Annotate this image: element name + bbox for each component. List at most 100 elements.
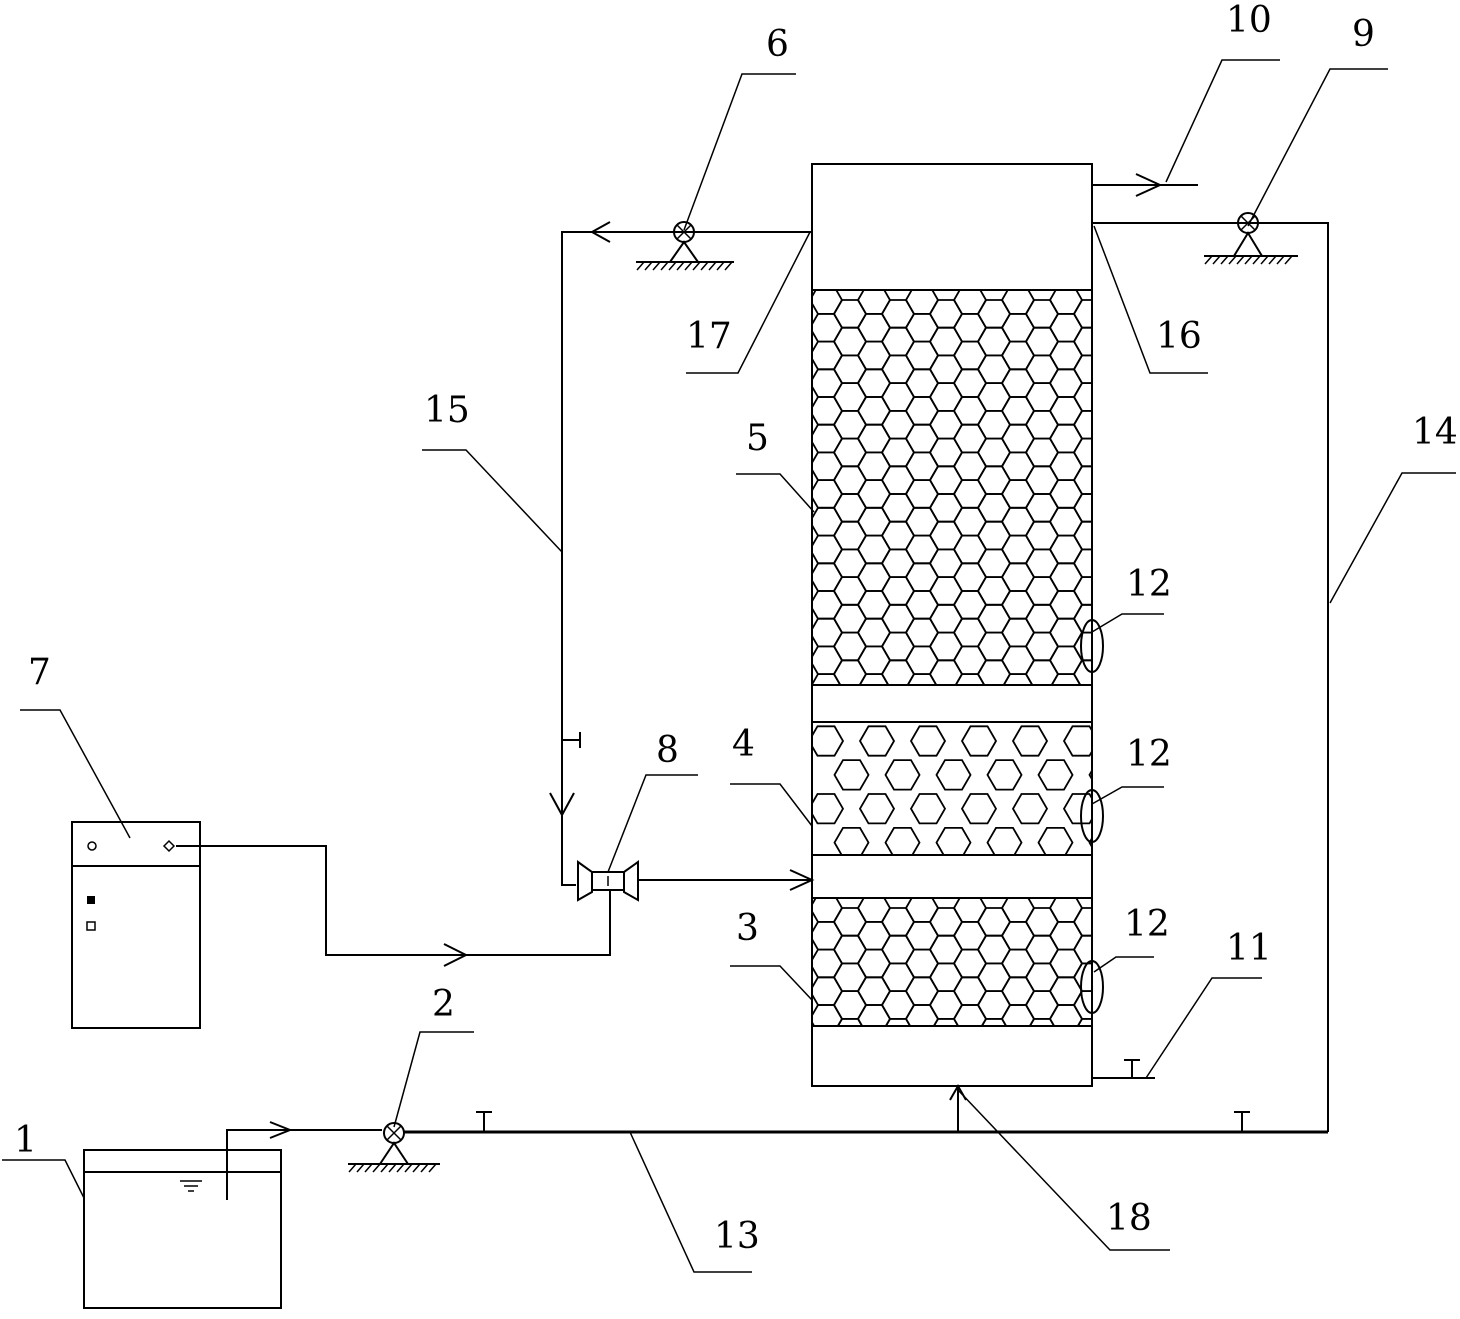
packing-hexagon [1072,576,1092,606]
sludge-outlet [1092,1059,1155,1079]
indicator-light-icon [87,841,97,851]
packing-hexagon-sparse [935,827,972,855]
label-5: 5 [746,418,769,459]
ground-hatch-stroke [1204,255,1213,265]
gas-flow-arrow [443,943,469,967]
packing-hexagon-sparse [935,759,972,791]
leader-7 [20,709,131,839]
packing-hexagon [1072,907,1092,937]
tank-body [83,1149,282,1309]
ground-hatch-stroke [356,1163,365,1173]
ground-hatch-stroke [1228,255,1237,265]
ground-hatch-stroke [700,261,709,271]
packing-hexagon-sparse [986,827,1023,855]
ground-hatch-stroke [644,261,653,271]
suction-pipe [226,1129,382,1200]
packing-hexagon-sparse [960,793,998,825]
sampling-port-upper [1080,619,1104,673]
packing-hexagon-sparse [858,725,896,757]
leader-4 [730,783,813,827]
packing-hexagon [1072,548,1092,578]
packing-hexagon-sparse [884,827,921,855]
return-line [1092,212,1329,1132]
leader-17 [686,231,811,374]
gas-generator-cabinet [71,821,201,1029]
ground-hatch-stroke [668,261,677,271]
label-11: 11 [1226,928,1272,969]
suction-flow-arrow [269,1121,293,1139]
leader-3 [730,965,813,1001]
recirculation-arrow-down [549,792,575,818]
packing-layer-5 [813,290,1092,685]
ground-hatch-stroke [1268,255,1277,265]
ground-hatch-stroke [660,261,669,271]
label-12-upper: 12 [1126,564,1172,605]
packing-hexagon-sparse [1037,827,1074,855]
raw-water-tank [83,1121,382,1309]
packing-hexagon [1072,962,1092,992]
ground-hatch-stroke [364,1163,373,1173]
packing-hexagon-sparse [1011,725,1049,757]
packing-hexagon-sparse [1062,725,1092,757]
packing-hexagon [1072,520,1092,551]
pump-2-ground-hatch [348,1163,437,1173]
control-button-icon [86,921,96,931]
label-8: 8 [656,730,679,771]
packing-hexagon [1072,990,1092,1020]
packing-layer-3 [813,898,1092,1026]
packing-hexagon [1072,299,1092,329]
packing-hexagon [1072,354,1092,385]
feed-pump [348,1122,440,1173]
power-switch-icon [87,896,95,904]
ground-hatch-stroke [420,1163,429,1173]
outlet-pipe [1092,173,1198,197]
leader-16 [1093,225,1208,374]
recirculation-pipe-15 [561,231,812,886]
label-16: 16 [1156,316,1202,357]
gas-generator [71,821,611,1029]
label-7: 7 [28,652,51,693]
label-9: 9 [1352,14,1375,55]
packing-hexagon [1072,659,1092,685]
packing-hexagon-sparse [986,759,1023,791]
packing-hexagon-sparse [1037,759,1074,791]
leader-lines [2,59,1456,1273]
packing-hexagon-sparse [1011,793,1049,825]
return-pipe-14 [1092,222,1329,1132]
leader-12-lower [1093,956,1154,973]
pump-9-ground-hatch [1204,255,1293,265]
ground-hatch-stroke [1252,255,1261,265]
ejector-inlet-cone [577,860,593,902]
ground-hatch-stroke [428,1163,437,1173]
leader-6 [683,73,796,231]
main-feed-line [404,1083,1328,1134]
ground-hatch-stroke [1212,255,1221,265]
recirculation-line [549,221,812,886]
reactor-column [811,163,1104,1087]
ground-hatch-stroke [396,1163,405,1173]
label-18: 18 [1106,1198,1152,1239]
label-6: 6 [766,24,789,65]
ground-hatch-stroke [1220,255,1229,265]
leader-2 [393,1031,474,1128]
ejector-discharge-arrow [789,869,815,891]
ground-hatch-stroke [692,261,701,271]
packing-hexagon [1076,1018,1092,1026]
ground-hatch-stroke [1244,255,1253,265]
ground-hatch-stroke [724,261,733,271]
packing-hexagon-sparse [833,759,870,791]
packing-hexagon [1072,437,1092,468]
leader-13 [629,1131,752,1273]
ground-hatch-stroke [716,261,725,271]
leader-9 [1247,68,1388,227]
leader-10 [1165,59,1280,183]
packing-hexagon [1072,465,1092,495]
ground-hatch-stroke [380,1163,389,1173]
packing-hexagon-sparse [813,725,845,757]
leader-18 [957,1089,1170,1251]
label-3: 3 [736,908,759,949]
packing-hexagon-sparse [813,793,845,825]
packing-hexagon [1072,631,1092,662]
packing-hexagon [1072,382,1092,412]
